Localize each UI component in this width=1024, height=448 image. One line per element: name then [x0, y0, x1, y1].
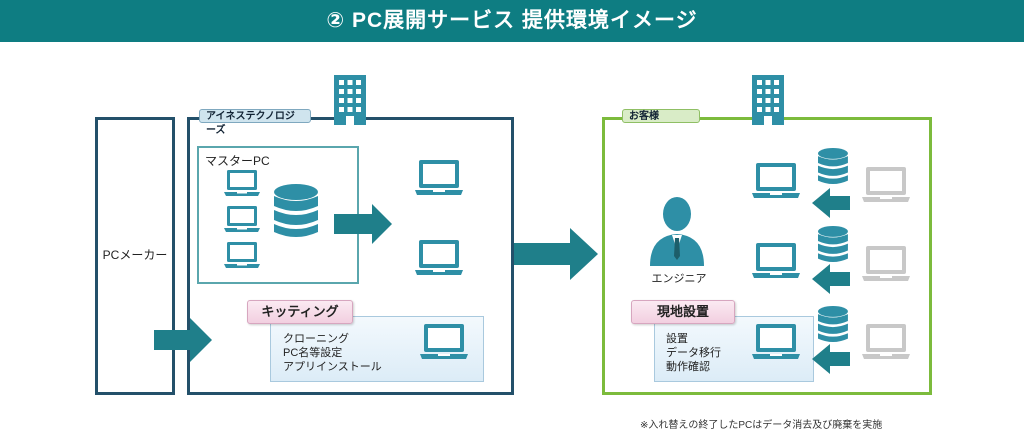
- customer-row-1: [752, 148, 910, 218]
- arrow-icon: [154, 318, 212, 362]
- laptop-icon: [415, 240, 463, 275]
- onsite-step: データ移行: [666, 347, 721, 359]
- kitting-tag: キッティング: [247, 300, 353, 324]
- pc-maker-box: [95, 117, 175, 395]
- arrow-icon: [812, 264, 850, 294]
- laptop-icon: [224, 170, 260, 196]
- arrow-icon: [812, 188, 850, 218]
- laptop-icon: [224, 206, 260, 232]
- laptop-icon: [752, 163, 800, 198]
- arrow-icon: [334, 204, 392, 244]
- engineer-label: エンジニア: [651, 273, 707, 285]
- database-icon: [818, 226, 848, 263]
- engineer-icon: [650, 197, 704, 266]
- laptop-icon: [224, 242, 260, 268]
- old-laptop-icon: [862, 246, 910, 281]
- old-laptop-icon: [862, 324, 910, 359]
- customer-row-2: [752, 226, 910, 294]
- kitting-step: クローニング: [283, 333, 349, 345]
- building-icon: [752, 75, 784, 125]
- kitting-steps: クローニング PC名等設定 アプリインストール: [283, 332, 382, 374]
- onsite-step: 設置: [666, 333, 688, 345]
- customer-tag: お客様: [622, 109, 700, 123]
- arrow-icon: [514, 228, 598, 280]
- footnote: ※入れ替えの終了したPCはデータ消去及び廃棄を実施: [640, 420, 883, 431]
- onsite-steps: 設置 データ移行 動作確認: [666, 332, 721, 374]
- old-laptop-icon: [862, 167, 910, 202]
- onsite-tag: 現地設置: [631, 300, 735, 324]
- database-icon: [274, 184, 318, 237]
- laptop-icon: [752, 243, 800, 278]
- customer-row-3: [752, 306, 910, 374]
- arrow-icon: [812, 344, 850, 374]
- pc-maker-label: PCメーカー: [102, 248, 168, 262]
- kitting-step: アプリインストール: [283, 361, 382, 373]
- laptop-icon: [415, 160, 463, 195]
- database-icon: [818, 306, 848, 343]
- kitting-step: PC名等設定: [283, 347, 343, 359]
- page-title: ② PC展開サービス 提供環境イメージ: [0, 0, 1024, 42]
- onsite-step: 動作確認: [666, 361, 710, 373]
- laptop-icon: [752, 324, 800, 359]
- aine-tech-tag: アイネステクノロジーズ: [199, 109, 311, 136]
- master-pc-label: マスターPC: [205, 154, 270, 168]
- building-icon: [334, 75, 366, 125]
- laptop-icon: [420, 324, 468, 359]
- database-icon: [818, 148, 848, 185]
